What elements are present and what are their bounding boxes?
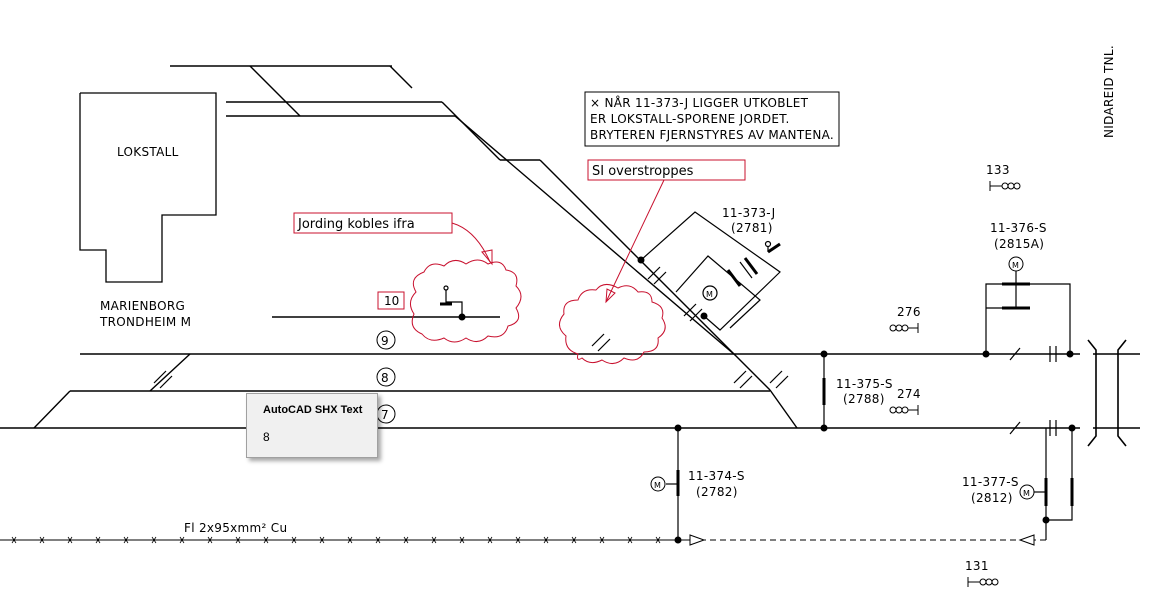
junction-dot [1066, 350, 1074, 358]
tunnel-label: NIDAREID TNL. [1102, 45, 1116, 138]
switch-11-374-s [666, 428, 680, 540]
markup-si-arrow [605, 288, 616, 304]
lokstall-label: LOKSTALL [117, 145, 179, 159]
junction-dot [1042, 516, 1050, 524]
markup-jording-text: Jording kobles ifra [297, 217, 415, 232]
tunnel-portal [1087, 339, 1127, 447]
switch-11-376-s [985, 270, 1071, 354]
signal-131 [967, 577, 999, 587]
switch-11-373-j-sub: (2781) [731, 221, 773, 235]
junction-dot [820, 350, 828, 358]
svg-text:8: 8 [381, 371, 389, 385]
note-line3: BRYTEREN FJERNSTYRES AV MANTENA. [590, 128, 834, 142]
insulation-joints [153, 266, 1057, 436]
junction-dot [820, 424, 828, 432]
switch-11-375-s-sub: (2788) [843, 392, 885, 406]
markup-cloud-si [559, 284, 666, 364]
markup-track10-box [377, 291, 405, 310]
station-name-line2: TRONDHEIM M [99, 315, 191, 329]
junction-dot [458, 313, 466, 321]
autocad-tooltip: AutoCAD SHX Text 8 [246, 393, 378, 458]
signal-274 [889, 405, 919, 415]
junction-dot [637, 256, 645, 264]
markup-track10-text: 10 [384, 294, 399, 308]
switch-11-374-s-id: 11-374-S [688, 469, 745, 483]
station-name-line1: MARIENBORG [100, 299, 185, 313]
track-number-9: 9 [376, 330, 396, 350]
track-number-7: 7 [376, 404, 396, 424]
lokstall-building-outline [79, 92, 217, 283]
tooltip-title: AutoCAD SHX Text [263, 404, 363, 416]
motor-symbol [650, 476, 666, 492]
markup-jording-arrow [481, 249, 493, 266]
signal-276 [889, 323, 919, 333]
markup-jording-leader [451, 222, 491, 263]
junction-dot [1068, 424, 1076, 432]
feeder-cable-ticks [11, 536, 661, 544]
junction-dot [982, 350, 990, 358]
signal-131-label: 131 [965, 559, 989, 573]
markup-si-box [587, 159, 746, 181]
switch-11-375-s-id: 11-375-S [836, 377, 893, 391]
signal-133-label: 133 [986, 163, 1010, 177]
switch-11-376-s-id: 11-376-S [990, 221, 1047, 235]
signal-133 [989, 181, 1021, 191]
signal-276-label: 276 [897, 305, 921, 319]
markup-si-text: SI overstroppes [592, 164, 694, 179]
signal-274-label: 274 [897, 387, 921, 401]
switch-11-374-s-sub: (2782) [696, 485, 738, 499]
markup-cloud-grounding [410, 259, 522, 343]
note-box [584, 91, 840, 147]
note-line1: × NÅR 11-373-J LIGGER UTKOBLET [590, 95, 809, 110]
motor-symbol-label: M [654, 481, 661, 490]
main-track-lines [0, 316, 1140, 429]
svg-text:9: 9 [381, 334, 389, 348]
switch-11-373-j-motor-label: M [706, 290, 713, 299]
svg-text:7: 7 [381, 408, 389, 422]
upper-track-lines [170, 65, 798, 429]
tooltip-value: 8 [263, 430, 270, 444]
track-number-8: 8 [376, 367, 396, 387]
motor-symbol-label: M [1023, 489, 1030, 498]
feeder-cable [0, 534, 1046, 546]
motor-symbol [1008, 256, 1024, 272]
switch-11-377-s-sub: (2812) [971, 491, 1013, 505]
note-line2: ER LOKSTALL-SPORENE JORDET. [590, 112, 790, 126]
junction-dot [674, 424, 682, 432]
feeder-cable-label: Fl 2x95xmm² Cu [184, 521, 287, 535]
switch-11-377-s [1034, 428, 1074, 540]
motor-symbol-label: M [1012, 261, 1019, 270]
switch-11-376-s-sub: (2815A) [994, 237, 1044, 251]
motor-symbol [1019, 484, 1035, 500]
grounding-symbol-track10 [440, 285, 463, 317]
junction-dot [700, 312, 708, 320]
markup-si-leader [605, 179, 665, 303]
switch-11-373-j-id: 11-373-J [722, 206, 775, 220]
switch-11-373-j [640, 211, 781, 331]
switch-11-377-s-id: 11-377-S [962, 475, 1019, 489]
